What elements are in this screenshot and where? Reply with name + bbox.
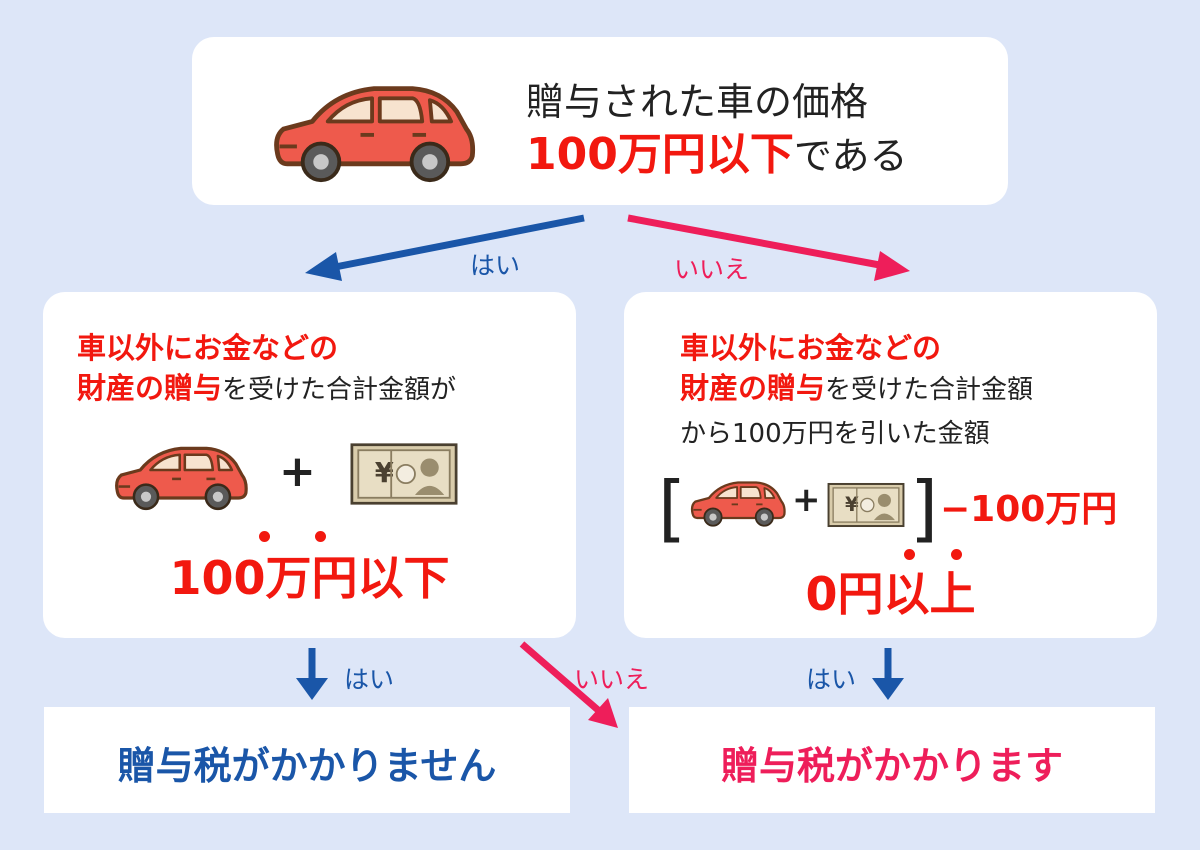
arrow-icon-no-top: [627, 214, 910, 281]
label-yes-left: はい: [344, 665, 395, 694]
label-yes-top: はい: [470, 251, 521, 280]
car-icon: [688, 478, 788, 528]
right-line3: から100万円を引いた金額: [680, 419, 990, 449]
emphasis-dot: [315, 531, 326, 542]
outcome-no-tax-text: 贈与税がかかりません: [117, 744, 497, 788]
emphasis-dot: [259, 531, 270, 542]
question-line2: 100万円以下である: [526, 129, 907, 181]
right-gift-highlight: 財産の贈与: [680, 371, 826, 405]
question-suffix: である: [793, 134, 908, 178]
arrow-icon-yes-right: [872, 648, 904, 700]
label-yes-right: はい: [806, 665, 857, 694]
right-gift-rest: を受けた合計金額: [825, 375, 1034, 405]
car-icon: [268, 79, 480, 185]
bracket-close: ]: [910, 466, 939, 550]
bracket-open: [: [658, 466, 687, 550]
left-result: 100万円以下: [169, 551, 450, 605]
arrow-icon-yes-left: [296, 648, 328, 700]
label-no-cross: いいえ: [574, 665, 650, 694]
left-line1: 車以外にお金などの: [77, 331, 339, 365]
left-gift-rest: を受けた合計金額が: [222, 375, 457, 405]
right-line2: 財産の贈与を受けた合計金額: [680, 368, 1033, 413]
minus-amount: −100万円: [940, 489, 1118, 530]
question-amount: 100万円以下: [526, 129, 794, 180]
right-result: 0円以上: [805, 567, 976, 621]
label-no-top: いいえ: [674, 255, 750, 284]
left-condition-box: 車以外にお金などの 財産の贈与を受けた合計金額が + 100万円以下: [43, 292, 576, 638]
emphasis-dot: [904, 549, 915, 560]
outcome-tax: 贈与税がかかります: [629, 707, 1155, 813]
right-line1: 車以外にお金などの: [680, 331, 942, 365]
banknote-icon: [824, 482, 908, 528]
emphasis-dot: [951, 549, 962, 560]
car-icon: [111, 442, 251, 512]
arrow-icon-no-cross: [519, 641, 618, 728]
arrow-icon-yes-top: [305, 214, 585, 281]
plus-sign: +: [279, 446, 316, 497]
outcome-no-tax: 贈与税がかかりません: [44, 707, 570, 813]
left-line2: 財産の贈与を受けた合計金額が: [77, 368, 456, 413]
banknote-icon: [349, 442, 459, 506]
left-gift-highlight: 財産の贈与: [77, 371, 223, 405]
question-line1: 贈与された車の価格: [526, 80, 869, 124]
outcome-tax-text: 贈与税がかかります: [720, 744, 1063, 788]
right-condition-box: 車以外にお金などの 財産の贈与を受けた合計金額 から100万円を引いた金額 [ …: [624, 292, 1157, 638]
plus-sign: +: [792, 480, 821, 520]
question-box: 贈与された車の価格 100万円以下である: [192, 37, 1008, 205]
